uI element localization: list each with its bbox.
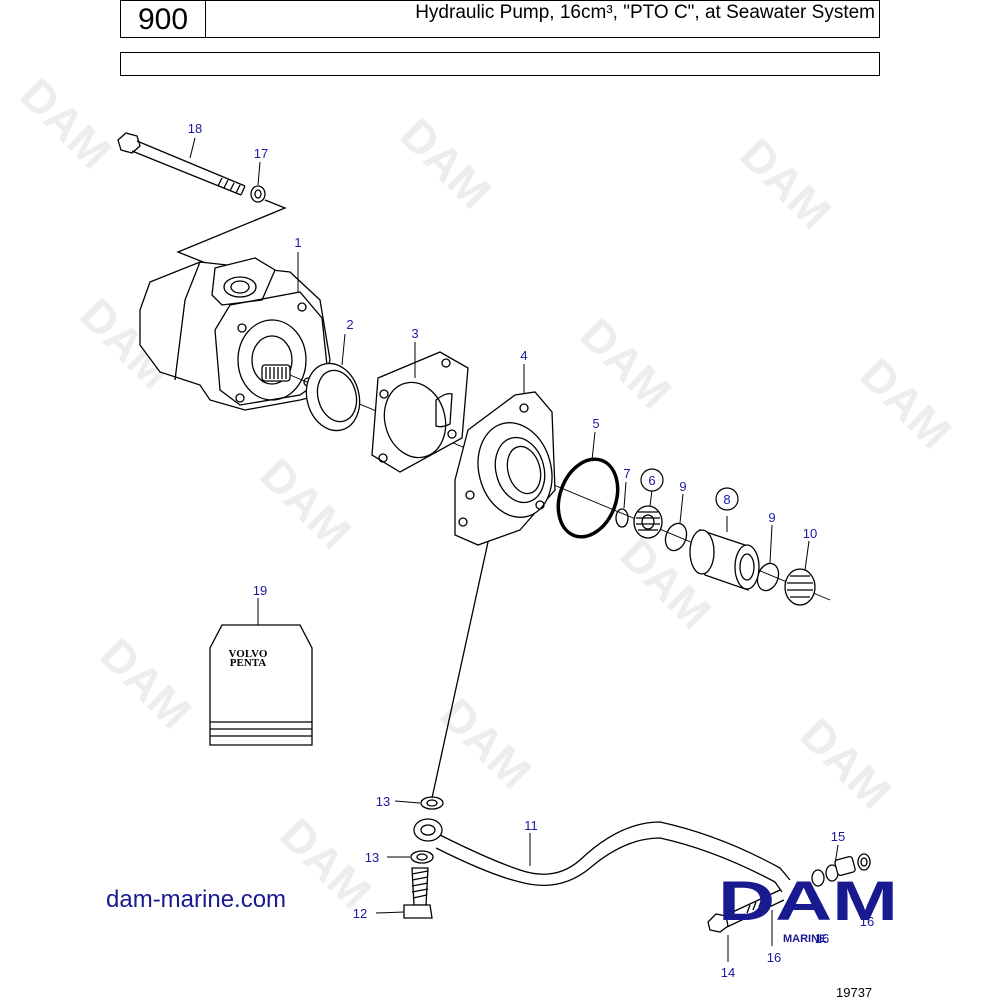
page-number: 900	[120, 0, 206, 38]
book-line-2: PENTA	[230, 657, 267, 669]
callout-1: 1	[294, 235, 301, 250]
subtitle-bar	[120, 52, 880, 76]
callout-11: 11	[524, 818, 538, 833]
callout-16b: 16	[860, 914, 874, 929]
fittings-15-16	[811, 853, 871, 887]
page-title: Hydraulic Pump, 16cm³, "PTO C", at Seawa…	[205, 0, 880, 38]
seal-ring-2	[305, 362, 361, 432]
callout-17: 17	[254, 146, 268, 161]
callout-15: 15	[831, 829, 845, 844]
washer-17	[250, 185, 266, 203]
watermark: DAM	[571, 308, 682, 419]
watermark: DAM	[431, 688, 542, 799]
callout-4: 4	[520, 348, 527, 363]
callout-12: 12	[353, 906, 367, 921]
callout-19: 19	[253, 583, 267, 598]
callout-7: 7	[623, 466, 630, 481]
bolt-18	[117, 132, 246, 196]
watermark: DAM	[91, 628, 202, 739]
logo-text: DAM	[718, 869, 898, 932]
callout-16c: 16	[767, 950, 781, 965]
logo-subtext: MARINE	[783, 933, 826, 945]
watermark: DAM	[251, 448, 362, 559]
leader-lines	[189, 137, 839, 962]
callout-18: 18	[188, 121, 202, 136]
watermark: DAM	[391, 108, 502, 219]
pump-body-1	[139, 257, 331, 411]
banjo-bolt-12	[403, 867, 433, 919]
watermark: DAM	[11, 68, 122, 179]
callout-14: 14	[721, 965, 735, 980]
website-link[interactable]: dam-marine.com	[106, 886, 287, 913]
retaining-ring-9a	[664, 522, 688, 552]
callout-16a: 16	[815, 931, 829, 946]
book-line-1: VOLVO	[229, 648, 268, 660]
gear-10	[784, 568, 816, 606]
callout-5: 5	[592, 416, 599, 431]
snap-ring-7	[615, 508, 629, 528]
dam-marine-logo: DAM MARINE	[718, 869, 898, 945]
washer-13a	[420, 796, 444, 810]
watermark: DAM	[731, 128, 842, 239]
gear-6	[633, 505, 663, 539]
callout-13a: 13	[376, 794, 390, 809]
callout-labels: 18 17 1 2 3 4 5 7 6 9 8 9 10 19 13 11 13…	[188, 121, 874, 980]
watermark: DAM	[851, 348, 962, 459]
callout-9a: 9	[679, 479, 686, 494]
callout-13b: 13	[365, 850, 379, 865]
callout-9b: 9	[768, 510, 775, 525]
pipe-11	[413, 818, 791, 893]
figure-number: 19737	[836, 985, 873, 1000]
callout-2: 2	[346, 317, 353, 332]
washer-13b	[410, 850, 434, 864]
watermark: DAM	[791, 708, 902, 819]
bolt-14	[707, 889, 785, 933]
callout-3: 3	[411, 326, 418, 341]
o-ring-5	[556, 457, 620, 539]
flange-housing-4	[454, 391, 556, 546]
callout-8: 8	[723, 492, 730, 507]
gasket-3	[371, 351, 469, 473]
callout-10: 10	[803, 526, 817, 541]
volvo-penta-manual-19	[209, 624, 313, 746]
callout-6: 6	[648, 473, 655, 488]
coupling-sleeve-8	[689, 529, 760, 591]
